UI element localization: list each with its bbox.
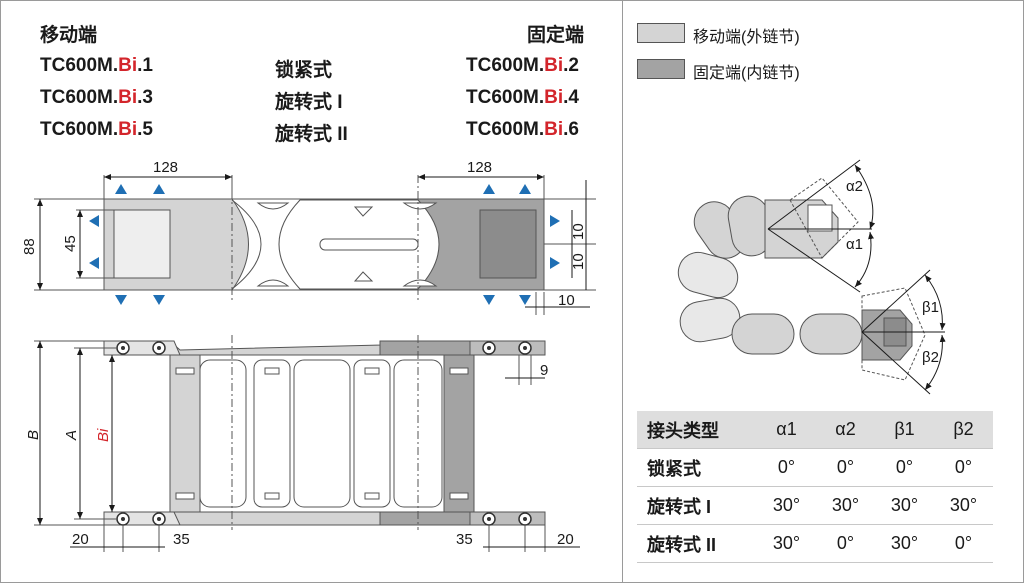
panel-divider: [622, 0, 623, 583]
mount-arrows: [89, 184, 560, 305]
dim-20-right: 20: [557, 531, 574, 548]
dim-20-left: 20: [72, 531, 89, 548]
moving-end-mount: [113, 209, 171, 279]
dim-10-a: 10: [570, 223, 587, 240]
top-view: [34, 174, 596, 315]
table-cell: 0°: [757, 448, 816, 487]
table-cell: 30°: [875, 486, 934, 525]
table-row: 旋转式 I 30° 30° 30° 30°: [637, 486, 993, 525]
angle-alpha2: α2: [846, 178, 863, 195]
dim-128-right: 128: [467, 159, 492, 176]
angles-table: 接头类型 α1 α2 β1 β2 锁紧式 0° 0° 0° 0° 旋转式 I 3…: [637, 411, 993, 563]
table-header-beta2: β2: [934, 411, 993, 449]
legend-label-fixed: 固定端(内链节): [693, 65, 800, 82]
model-right-4: TC600M.Bi.4: [466, 87, 579, 108]
table-cell: 0°: [816, 524, 875, 563]
dim-10-b: 10: [570, 253, 587, 270]
dim-10-c: 10: [558, 292, 575, 309]
legend-label-moving: 移动端(外链节): [693, 29, 800, 46]
type-rotary-2: 旋转式 II: [275, 124, 348, 145]
moving-end-title: 移动端: [40, 25, 98, 46]
table-cell: 30°: [757, 524, 816, 563]
table-cell: 30°: [757, 486, 816, 525]
model-left-1: TC600M.Bi.1: [40, 55, 153, 76]
table-cell-type: 旋转式 II: [637, 524, 757, 563]
dim-a: A: [63, 430, 80, 441]
table-header-beta1: β1: [875, 411, 934, 449]
table-cell: 0°: [934, 448, 993, 487]
table-header-alpha1: α1: [757, 411, 816, 449]
dim-45: 45: [62, 235, 79, 252]
angle-beta2: β2: [922, 349, 939, 366]
dim-88: 88: [21, 238, 38, 255]
table-cell: 0°: [875, 448, 934, 487]
model-left-3: TC600M.Bi.3: [40, 87, 153, 108]
dim-b: B: [25, 430, 42, 440]
model-left-5: TC600M.Bi.5: [40, 119, 153, 140]
angle-alpha1: α1: [846, 236, 863, 253]
table-cell-type: 锁紧式: [637, 448, 757, 487]
table-header-alpha2: α2: [816, 411, 875, 449]
fixed-end-title: 固定端: [527, 25, 585, 46]
dim-9: 9: [540, 362, 548, 379]
type-lock: 锁紧式: [275, 60, 333, 81]
model-right-6: TC600M.Bi.6: [466, 119, 579, 140]
table-header-row: 接头类型 α1 α2 β1 β2: [637, 411, 993, 449]
angle-beta1: β1: [922, 299, 939, 316]
legend-swatch-fixed: [637, 59, 685, 79]
table-cell: 0°: [934, 524, 993, 563]
table-row: 旋转式 II 30° 0° 30° 0°: [637, 524, 993, 563]
side-view: [34, 335, 580, 552]
model-right-2: TC600M.Bi.2: [466, 55, 579, 76]
table-cell: 0°: [816, 448, 875, 487]
table-cell: 30°: [875, 524, 934, 563]
table-cell: 30°: [934, 486, 993, 525]
table-row: 锁紧式 0° 0° 0° 0°: [637, 448, 993, 487]
fixed-end-mount: [479, 209, 537, 279]
chain-loop-illustration: [677, 159, 946, 395]
table-cell: 30°: [816, 486, 875, 525]
dim-35-left: 35: [173, 531, 190, 548]
table-cell-type: 旋转式 I: [637, 486, 757, 525]
table-header-type: 接头类型: [637, 411, 757, 449]
dim-35-right: 35: [456, 531, 473, 548]
legend-swatch-moving: [637, 23, 685, 43]
type-rotary-1: 旋转式 I: [275, 92, 343, 113]
dim-128-left: 128: [153, 159, 178, 176]
mount-holes: [116, 341, 532, 526]
dim-bi: Bi: [95, 428, 112, 442]
